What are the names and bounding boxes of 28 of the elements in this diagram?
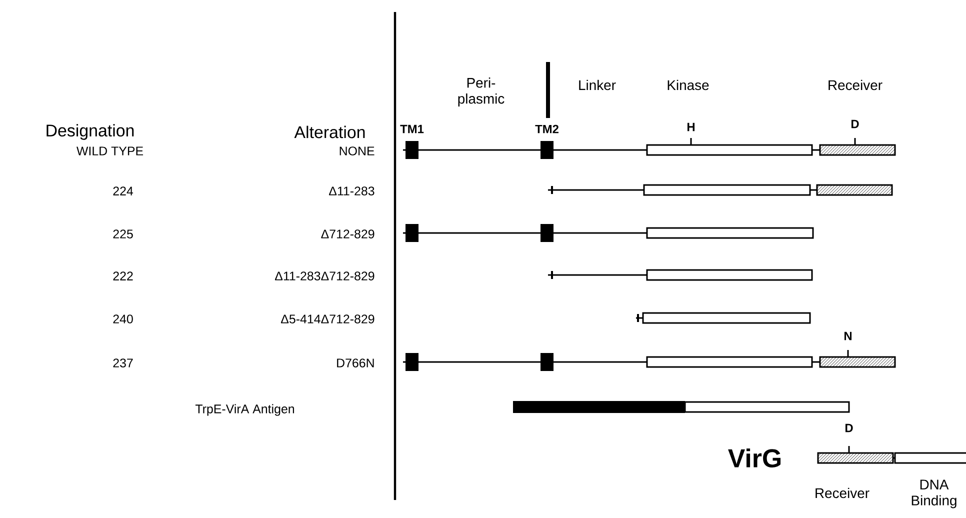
- domain-label: Receiver: [828, 80, 882, 90]
- column-header: Alteration: [294, 126, 365, 138]
- row-label: 225: [113, 230, 133, 238]
- row-label: Δ11-283Δ712-829: [275, 272, 374, 280]
- row-label: Δ5-414Δ712-829: [281, 314, 374, 324]
- domain-label: Receiver: [816, 488, 870, 498]
- row-label: 222: [113, 272, 133, 280]
- row-label: Δ11-283: [329, 186, 374, 196]
- residue-label: H: [687, 122, 695, 132]
- residue-label: D: [845, 424, 853, 432]
- row-label: 237: [113, 358, 133, 368]
- row-label: TrpE-VirA Antigen: [195, 404, 294, 416]
- row-label: 240: [113, 314, 133, 324]
- row-label: D766N: [337, 358, 374, 368]
- column-header: Designation: [46, 124, 134, 140]
- row-label: Δ712-829: [321, 230, 374, 238]
- domain-label: Kinase: [668, 80, 709, 90]
- row-label: NONE: [340, 146, 374, 156]
- domain-label: DNA Binding: [912, 480, 956, 508]
- row-label: WILD TYPE: [76, 146, 144, 156]
- domain-label: TM1: [400, 124, 424, 134]
- domain-label: Linker: [579, 80, 616, 90]
- protein-name: VirG: [728, 448, 781, 468]
- row-label: 224: [113, 186, 134, 196]
- residue-label: N: [844, 332, 852, 340]
- domain-label: Peri- plasmic: [458, 78, 504, 106]
- residue-label: D: [851, 120, 859, 128]
- domain-label: TM2: [535, 124, 558, 134]
